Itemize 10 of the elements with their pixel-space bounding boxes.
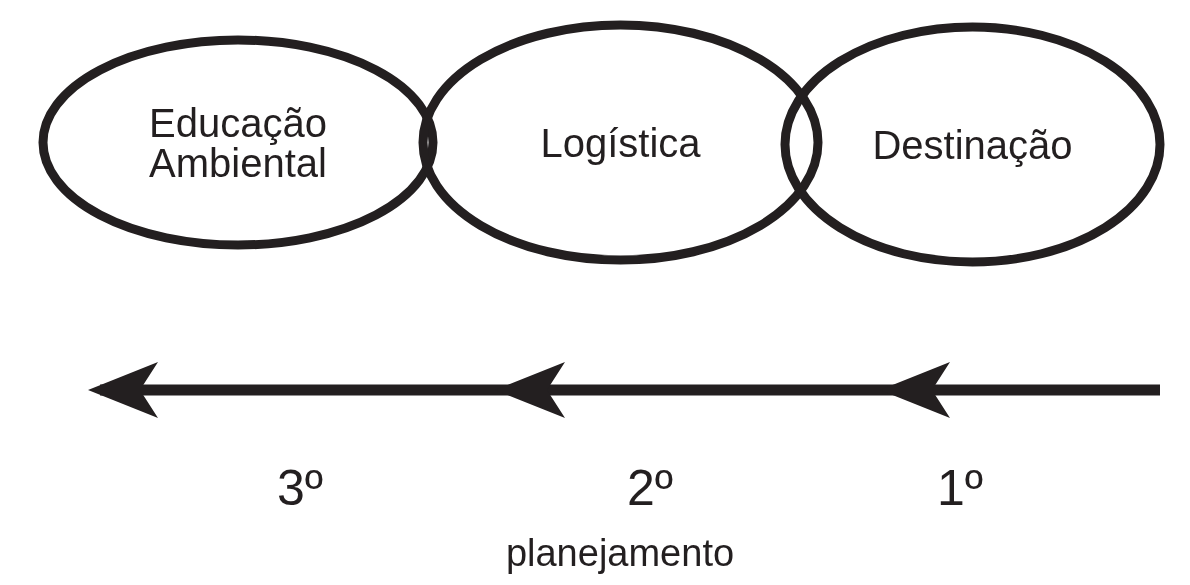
step-number: 2º xyxy=(626,463,674,513)
ellipse-node xyxy=(38,35,438,250)
node-label: Logística xyxy=(540,122,701,163)
ellipse-node xyxy=(780,22,1165,267)
ellipse-node xyxy=(418,20,823,265)
step-number: 1º xyxy=(936,463,984,513)
node-label: Destinação xyxy=(872,124,1073,165)
node-label: Educação Ambiental xyxy=(148,102,328,183)
step-number: 3º xyxy=(276,463,324,513)
axis-caption: planejamento xyxy=(505,534,735,572)
